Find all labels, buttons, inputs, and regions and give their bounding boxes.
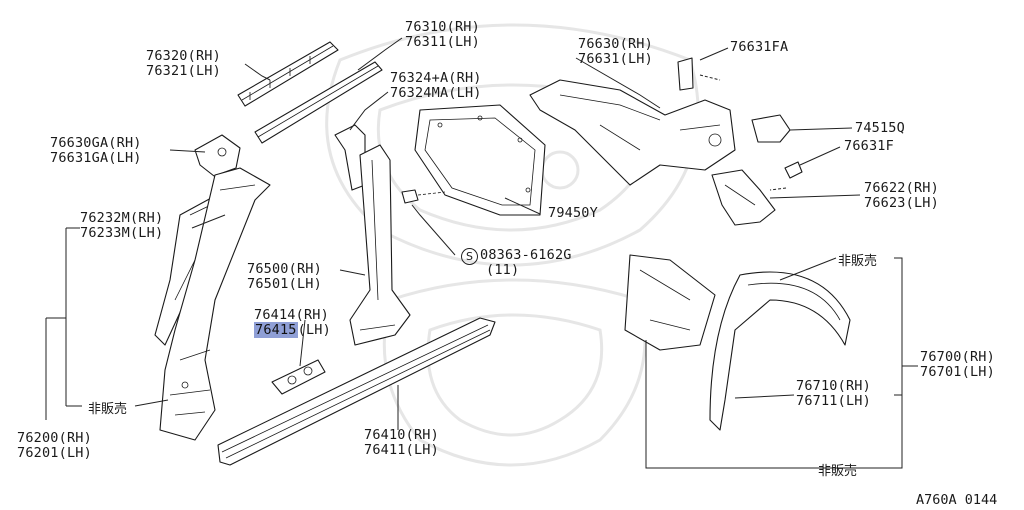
label-76320-group: 76320(RH) 76321(LH): [146, 49, 221, 79]
label-76700-group: 76700(RH) 76701(LH): [920, 350, 995, 380]
part-number-76324ma[interactable]: 76324MA(LH): [390, 85, 482, 101]
part-number-76311[interactable]: 76311(LH): [405, 34, 480, 50]
leader-lines: [45, 37, 918, 469]
diagram-reference-code: A760A 0144: [916, 492, 998, 508]
label-76630-group: 76630(RH) 76631(LH): [578, 37, 653, 67]
part-number-76630ga[interactable]: 76630GA(RH): [50, 135, 142, 151]
part-number-79450y[interactable]: 79450Y: [548, 205, 598, 221]
part-number-74515q[interactable]: 74515Q: [855, 120, 905, 136]
part-76410-sill: [217, 317, 496, 466]
label-76232m-group: 76232M(RH) 76233M(LH): [80, 211, 163, 241]
label-76410-group: 76410(RH) 76411(LH): [364, 428, 439, 458]
part-number-76631[interactable]: 76631(LH): [578, 51, 653, 67]
part-number-08363[interactable]: 08363-6162G: [480, 247, 572, 263]
label-76710-group: 76710(RH) 76711(LH): [796, 379, 871, 409]
label-76622-group: 76622(RH) 76623(LH): [864, 181, 939, 211]
part-76200-pillar: [159, 167, 271, 441]
part-76631fa-pad: [677, 57, 694, 91]
part-74515q-bracket: [751, 114, 791, 143]
part-76415-bracket: [271, 359, 326, 395]
part-76320-roof-rail: [237, 41, 339, 107]
part-number-76414[interactable]: 76414(RH): [254, 307, 329, 323]
part-76622-extension: [711, 169, 776, 226]
part-number-76631fa[interactable]: 76631FA: [730, 39, 789, 55]
part-number-76415-row: 76415(LH): [254, 322, 331, 338]
s-symbol-icon: S: [461, 248, 478, 265]
part-number-76410[interactable]: 76410(RH): [364, 427, 439, 443]
part-number-76321[interactable]: 76321(LH): [146, 63, 221, 79]
part-76700-wheelhouse: [709, 271, 851, 431]
part-number-76631ga[interactable]: 76631GA(LH): [50, 150, 142, 166]
label-76414-group: 76414(RH) 76415(LH): [254, 308, 331, 338]
not-for-sale-label-1: 非販売: [838, 254, 878, 269]
part-number-76201[interactable]: 76201(LH): [17, 445, 92, 461]
part-76630-rear-panel: [529, 79, 736, 186]
part-number-76411[interactable]: 76411(LH): [364, 442, 439, 458]
part-79450y-panel: [414, 104, 546, 216]
part-76631f-clip: [784, 161, 803, 179]
label-76630ga-group: 76630GA(RH) 76631GA(LH): [50, 136, 142, 166]
part-number-76320[interactable]: 76320(RH): [146, 48, 221, 64]
part-number-76623[interactable]: 76623(LH): [864, 195, 939, 211]
part-number-76200[interactable]: 76200(RH): [17, 430, 92, 446]
part-number-76310[interactable]: 76310(RH): [405, 19, 480, 35]
part-number-76622[interactable]: 76622(RH): [864, 180, 939, 196]
part-number-76710[interactable]: 76710(RH): [796, 378, 871, 394]
label-74515q: 74515Q: [855, 121, 905, 136]
part-number-76501[interactable]: 76501(LH): [247, 276, 322, 292]
label-76631fa: 76631FA: [730, 40, 788, 55]
label-76324-group: 76324+A(RH) 76324MA(LH): [390, 71, 482, 101]
part-number-76500[interactable]: 76500(RH): [247, 261, 322, 277]
part-number-76324a[interactable]: 76324+A(RH): [390, 70, 482, 86]
part-number-76631f[interactable]: 76631F: [844, 138, 894, 154]
part-76710-inner-wheelhouse: [624, 254, 716, 351]
part-76500-center-pillar: [349, 144, 411, 346]
label-79450y: 79450Y: [548, 206, 598, 221]
label-76631f: 76631F: [844, 139, 894, 154]
part-76630ga-gusset: [194, 134, 241, 177]
not-for-sale-label-2: 非販売: [88, 402, 128, 417]
label-76200-group: 76200(RH) 76201(LH): [17, 431, 92, 461]
label-76310-group: 76310(RH) 76311(LH): [405, 20, 480, 50]
part-number-76233m[interactable]: 76233M(LH): [80, 225, 164, 241]
label-08363-group: 08363-6162G (11): [480, 248, 572, 278]
part-number-76700[interactable]: 76700(RH): [920, 349, 995, 365]
part-number-76701[interactable]: 76701(LH): [920, 364, 995, 380]
part-76310-rail: [254, 61, 383, 144]
part-number-76630[interactable]: 76630(RH): [578, 36, 653, 52]
part-number-76232m[interactable]: 76232M(RH): [80, 210, 164, 226]
label-76500-group: 76500(RH) 76501(LH): [247, 262, 322, 292]
part-side-76415: (LH): [297, 322, 331, 338]
part-number-76711[interactable]: 76711(LH): [796, 393, 871, 409]
part-08363-screw: [401, 189, 446, 204]
part-number-76415[interactable]: 76415: [254, 322, 298, 338]
not-for-sale-label-3: 非販売: [818, 464, 858, 479]
part-qty-08363: (11): [486, 262, 520, 278]
